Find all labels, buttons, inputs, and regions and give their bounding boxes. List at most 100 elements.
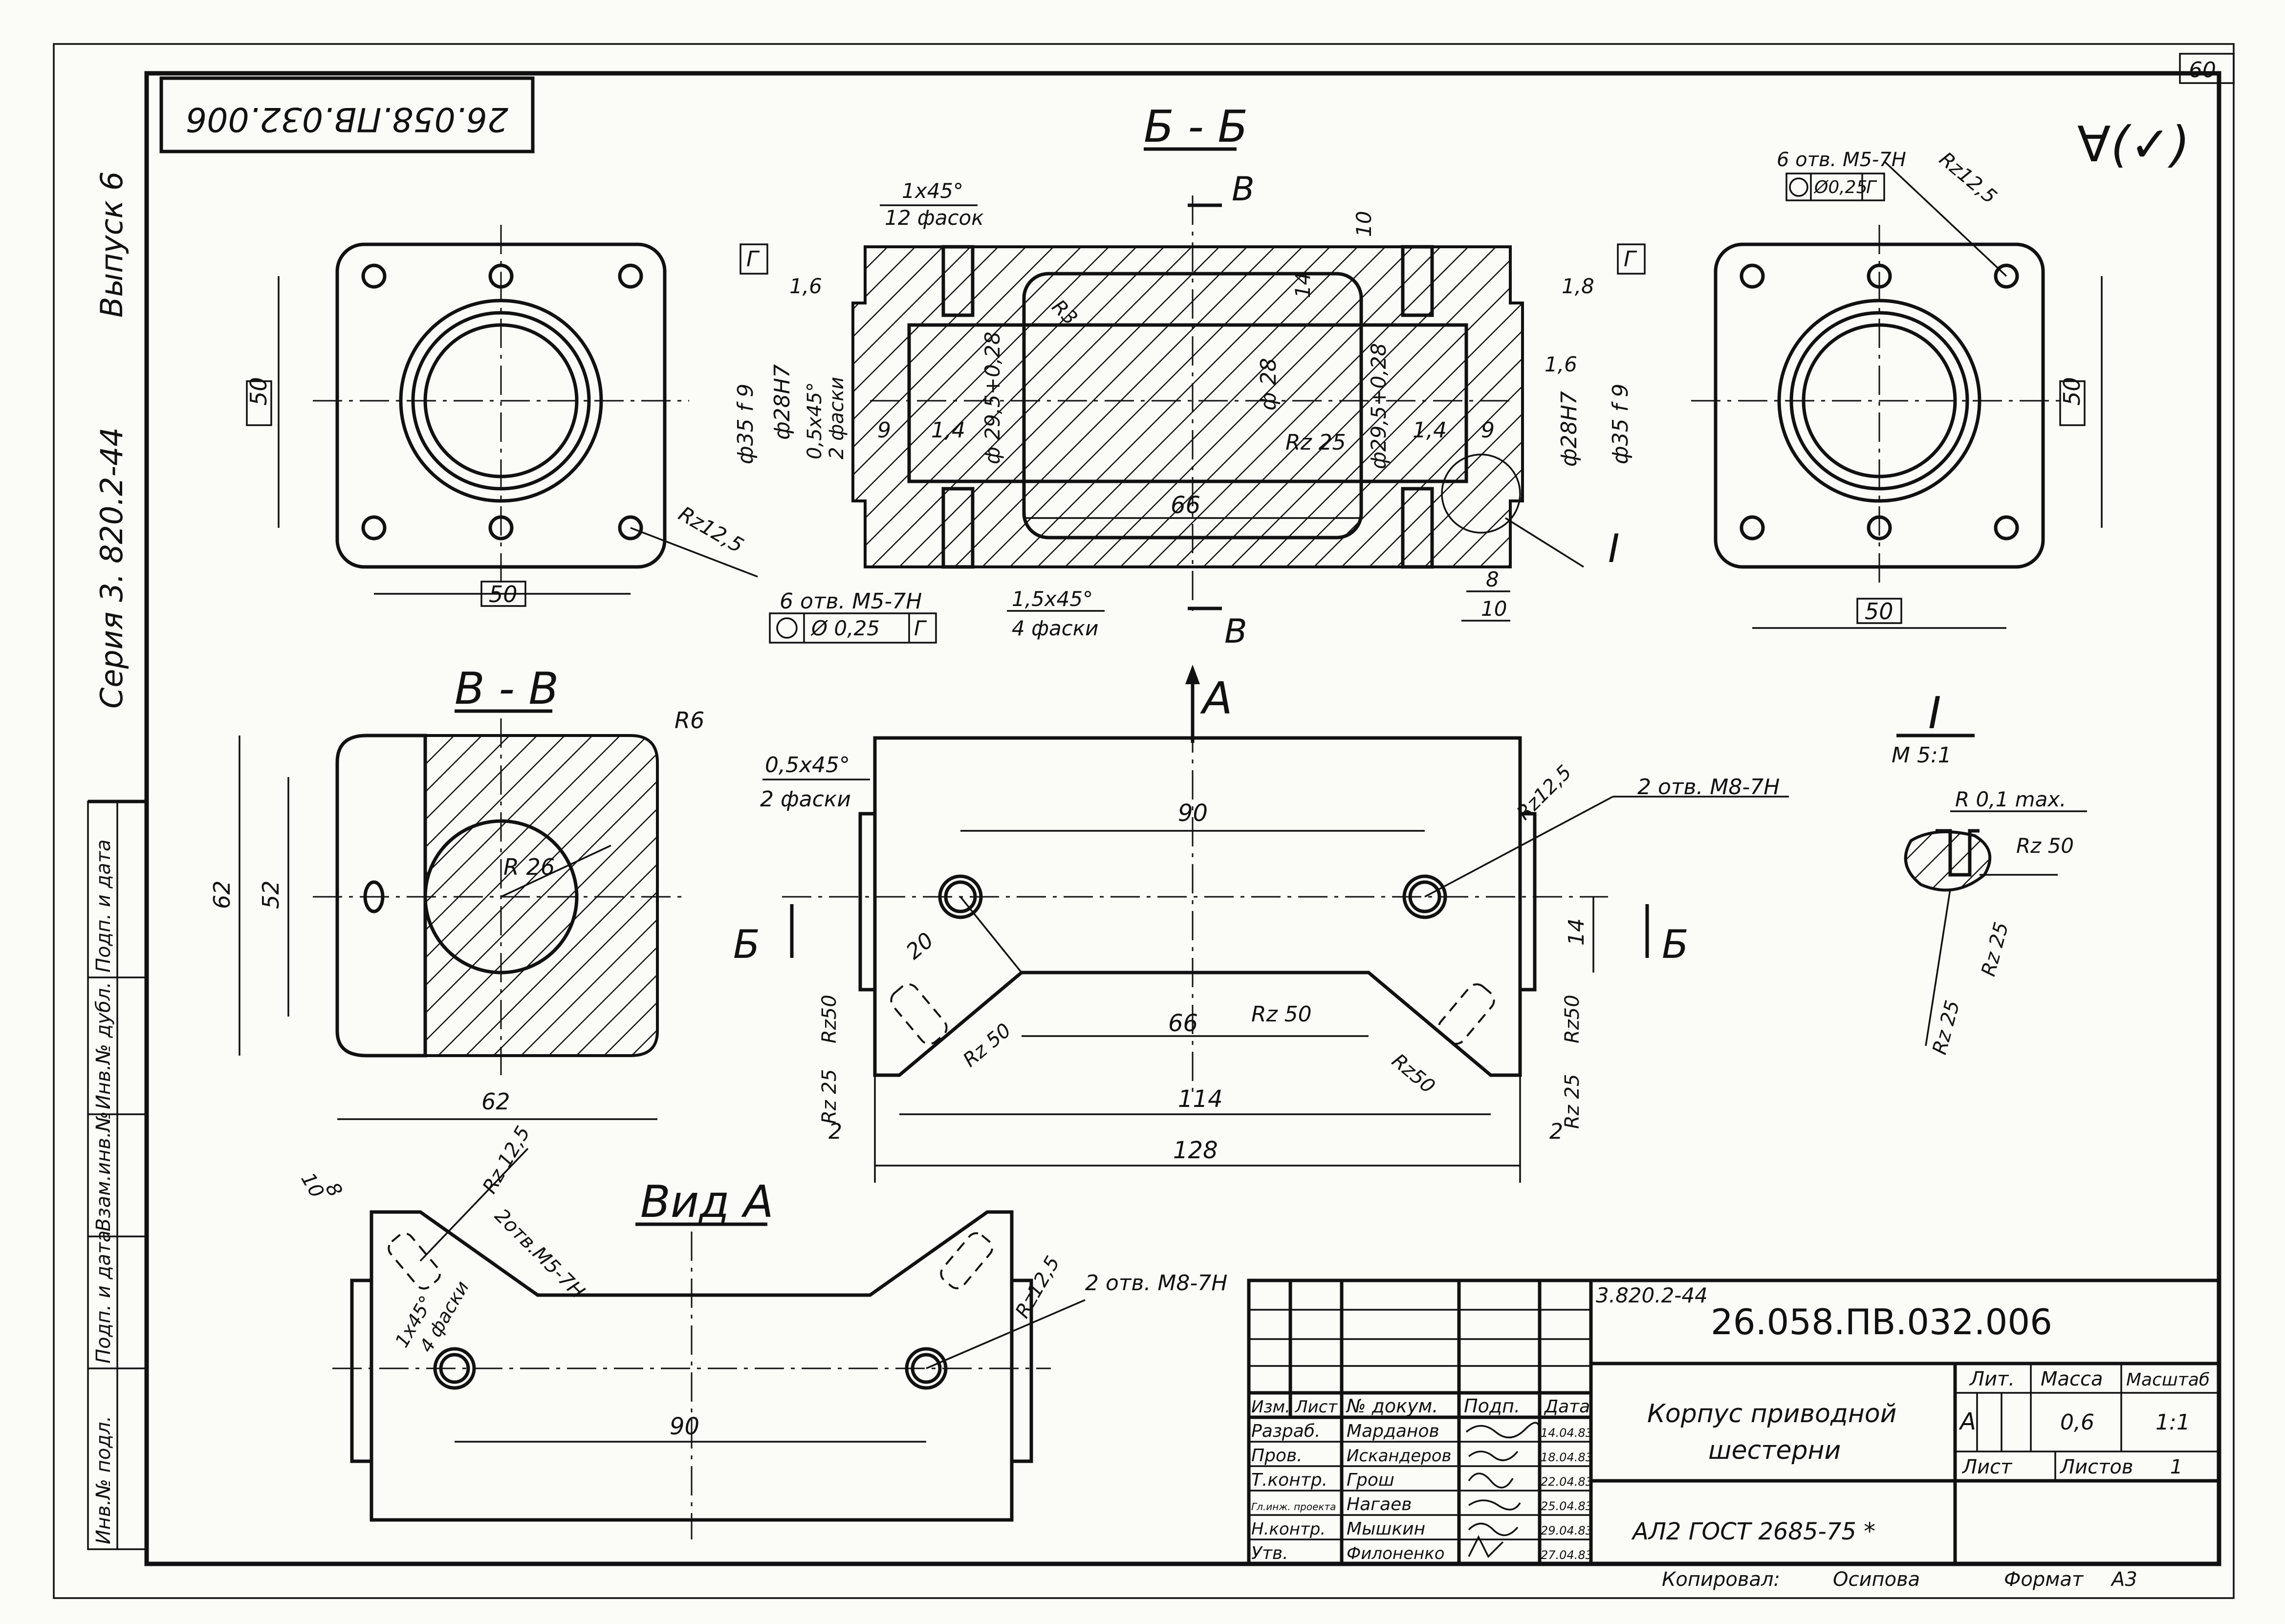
nine-left: 9 — [877, 418, 891, 443]
date-2: 18.04.83 — [1541, 1451, 1593, 1464]
tb-sheets-value: 1 — [2170, 1456, 2182, 1478]
strip-cell-1: Инв.№ подл. — [92, 1416, 115, 1544]
dim-90: 90 — [1178, 800, 1208, 827]
tb-mass-label: Масса — [2041, 1368, 2103, 1390]
front-view: А 0,5x45° 2 фаски 90 Rz12,5 2 отв. М8-7H… — [733, 665, 1789, 1183]
view-a-rz125: Rz 12,5 — [479, 1123, 535, 1197]
view-a-title: Вид А — [640, 1176, 774, 1228]
d28h7-right: ф28H7 — [1557, 391, 1582, 467]
strip-cell-3: Взам.инв.№ — [92, 1111, 115, 1232]
role-6: Утв. — [1251, 1543, 1288, 1563]
view-a-dim-90: 90 — [670, 1413, 699, 1440]
tb-lit-label: Лит. — [1969, 1368, 2015, 1390]
datum-left: Г — [746, 247, 760, 272]
cut-b-right: Б — [1662, 922, 1689, 967]
threaded-holes — [941, 245, 1434, 569]
chamfer-05-note: 2 фаски — [826, 377, 848, 459]
detail-ref: I — [1608, 526, 1620, 571]
holes-label-r: 6 отв. М5-7H — [1777, 149, 1906, 171]
tb-scale-value: 1:1 — [2155, 1410, 2190, 1435]
one-four-left: 1,4 — [931, 418, 965, 443]
strip-cell-5: Подп. и дата — [92, 840, 115, 973]
name-2: Искандеров — [1347, 1446, 1452, 1466]
d35-right: ф35 f 9 — [1608, 384, 1633, 464]
dim-50-horizontal: 50 — [489, 581, 518, 607]
series-label: Серия 3. 820.2-44 — [94, 427, 130, 709]
head-list: Лист — [1294, 1397, 1338, 1417]
rz25-left: Rz 25 — [818, 1069, 841, 1124]
chamfer-bottom: 1,5x45° — [1012, 587, 1093, 611]
format-value: А3 — [2110, 1568, 2137, 1591]
head-izm: Изм. — [1251, 1397, 1290, 1417]
d35-left: ф35 f 9 — [733, 384, 758, 464]
tb-series: 3.820.2-44 — [1596, 1283, 1708, 1307]
r26-label: R 26 — [503, 854, 555, 880]
dim-10-top: 10 — [1352, 211, 1376, 237]
rough-right-16: 1,6 — [1545, 352, 1577, 376]
rz125-right: Rz12,5 — [1513, 761, 1576, 824]
rotated-doc-code: 26.058.ПВ.032.006 — [186, 100, 508, 138]
name-3: Грош — [1347, 1470, 1394, 1490]
tolerance-label: Ø 0,25 — [810, 616, 880, 640]
head-doc: № докум. — [1346, 1395, 1438, 1417]
dim-14: 14 — [1291, 272, 1315, 298]
detail-i: I М 5:1 R 0,1 max. Rz 50 Rz 25 Rz 25 — [1892, 688, 2087, 1057]
tb-material: АЛ2 ГОСТ 2685-75 * — [1631, 1518, 1875, 1545]
dim-8: 8 — [1486, 567, 1499, 591]
title-block: 3.820.2-44 26.058.ПВ.032.006 Корпус прив… — [1247, 1278, 2221, 1591]
tb-name-1: Корпус приводной — [1647, 1399, 1896, 1429]
detail-rz25a: Rz 25 — [1977, 920, 2013, 978]
date-4: 25.04.83 — [1541, 1499, 1593, 1513]
rz50-left-2: Rz 50 — [959, 1019, 1016, 1071]
view-a: Вид А 10 8 Rz 12,5 2отв.М5-7H 1x45° 4 фа… — [296, 1123, 1227, 1539]
dim-66-front: 66 — [1168, 1010, 1198, 1037]
datum-right: Г — [1624, 247, 1637, 272]
strip-cell-4: Инв.№ дубл. — [92, 982, 115, 1109]
tb-sheet-label: Лист — [1961, 1456, 2013, 1478]
section-bb: Б - Б В В 1x45° 12 фасок Г 1,6 ф35 f 9 ф… — [733, 101, 1646, 651]
view-a-dim-10: 10 — [296, 1169, 328, 1202]
front-chamfer: 0,5x45° — [765, 753, 850, 778]
copied-label: Копировал: — [1662, 1568, 1780, 1591]
cut-mark-top: В — [1232, 170, 1255, 209]
tb-name-2: шестерни — [1708, 1436, 1841, 1465]
rz25-label: Rz 25 — [1285, 430, 1346, 455]
d28h7-left: ф28H7 — [770, 364, 795, 440]
r6-label: R6 — [675, 707, 704, 734]
one-four-right: 1,4 — [1413, 418, 1447, 443]
rz25-right: Rz 25 — [1561, 1074, 1584, 1129]
detail-i-scale: М 5:1 — [1892, 743, 1952, 768]
role-1: Разраб. — [1251, 1421, 1320, 1441]
dim-66: 66 — [1171, 492, 1200, 519]
signature-grid: Изм. Лист № докум. Подп. Дата Разраб. Ма… — [1249, 1280, 1593, 1564]
role-3: Т.контр. — [1251, 1470, 1327, 1490]
d295-left: ф 29,5+0,28 — [980, 332, 1004, 464]
dim-62-vertical: 62 — [209, 880, 235, 909]
date-1: 14.04.83 — [1541, 1426, 1593, 1440]
head-sign: Подп. — [1464, 1395, 1520, 1417]
tolerance-label-r: Ø0,25 — [1813, 177, 1868, 197]
holes-label: 6 отв. М5-7H — [780, 589, 922, 614]
head-date: Дата — [1544, 1397, 1590, 1417]
strip-cell-2: Подп. и дата — [92, 1231, 115, 1364]
dim-14-front: 14 — [1564, 918, 1589, 946]
dim-10-bottom: 10 — [1481, 597, 1507, 621]
role-4: Гл.инж. проекта — [1251, 1501, 1336, 1513]
chamfer-05: 0,5x45° — [804, 382, 826, 459]
datum-label: Г — [914, 616, 927, 640]
rough-right: 1,8 — [1562, 274, 1594, 298]
name-6: Филоненко — [1347, 1544, 1445, 1563]
dim-114: 114 — [1178, 1085, 1223, 1113]
roughness-symbol: ∀(✓) — [2077, 116, 2190, 173]
dim-20: 20 — [901, 928, 938, 964]
format-label: Формат — [2004, 1568, 2084, 1591]
name-4: Нагаев — [1347, 1494, 1412, 1515]
section-bb-title: Б - Б — [1144, 101, 1248, 152]
chamfer-top-note: 12 фасок — [885, 206, 984, 230]
rz-label-r: Rz12,5 — [1935, 148, 2001, 208]
tb-designation: 26.058.ПВ.032.006 — [1711, 1301, 2052, 1343]
dim-2-left: 2 — [828, 1119, 842, 1144]
view-arrow-label: А — [1200, 673, 1233, 724]
signatures — [1465, 1422, 1541, 1558]
